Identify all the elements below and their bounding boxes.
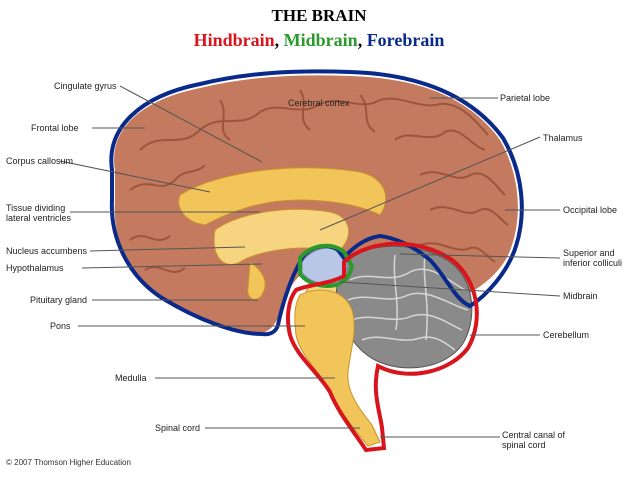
label-nucleus-accumbens: Nucleus accumbens [6,246,88,256]
subtitle-separator: , [357,30,367,50]
corpus-callosum-shape [178,167,387,226]
pituitary-shape [247,261,266,300]
label-cingulate-gyrus: Cingulate gyrus [54,81,117,91]
copyright-notice: © 2007 Thomson Higher Education [6,458,131,467]
label-frontal-lobe: Frontal lobe [31,123,79,133]
forebrain-label: Forebrain [366,30,445,50]
label-spinal-cord: Spinal cord [155,423,201,433]
label-midbrain: Midbrain [563,291,598,301]
label-thalamus: Thalamus [543,133,583,143]
diagram-subtitle: Hindbrain, Midbrain, Forebrain [0,30,638,51]
label-central-canal-line2: spinal cord [502,440,546,450]
forebrain-outline [109,69,524,337]
label-corpus-callosum: Corpus callosum [6,156,74,166]
label-medulla: Medulla [115,373,147,383]
label-colliculi-line2: inferior colliculi [563,258,623,268]
label-tissue-dividing-line1: Tissue dividing [6,203,66,213]
hindbrain-outline [286,241,479,453]
label-parietal-lobe: Parietal lobe [500,93,551,103]
subtitle-separator: , [274,30,284,50]
cortex-folds [129,89,509,273]
label-pons: Pons [50,321,71,331]
label-central-canal: Central canal of spinal cord [502,430,565,450]
label-tissue-dividing-line2: lateral ventricles [6,213,72,223]
label-central-canal-line1: Central canal of [502,430,566,440]
leader-lines [59,85,561,438]
brainstem-shape [294,289,381,447]
label-hypothalamus: Hypothalamus [6,263,64,273]
midbrain-label: Midbrain [283,30,358,50]
label-colliculi: Superior and inferior colliculi [563,248,622,268]
label-cerebellum: Cerebellum [543,330,590,340]
cerebellum-folds [347,254,469,351]
diagram-title: THE BRAIN [271,6,367,25]
label-colliculi-line1: Superior and [563,248,615,258]
label-tissue-dividing: Tissue dividing lateral ventricles [6,203,71,223]
cerebellum-shape [335,245,473,369]
label-pituitary-gland: Pituitary gland [30,295,88,305]
colliculi-shape [301,247,348,285]
hindbrain-label: Hindbrain [193,30,275,50]
label-occipital-lobe: Occipital lobe [563,205,618,215]
label-cerebral-cortex: Cerebral cortex [288,98,350,108]
